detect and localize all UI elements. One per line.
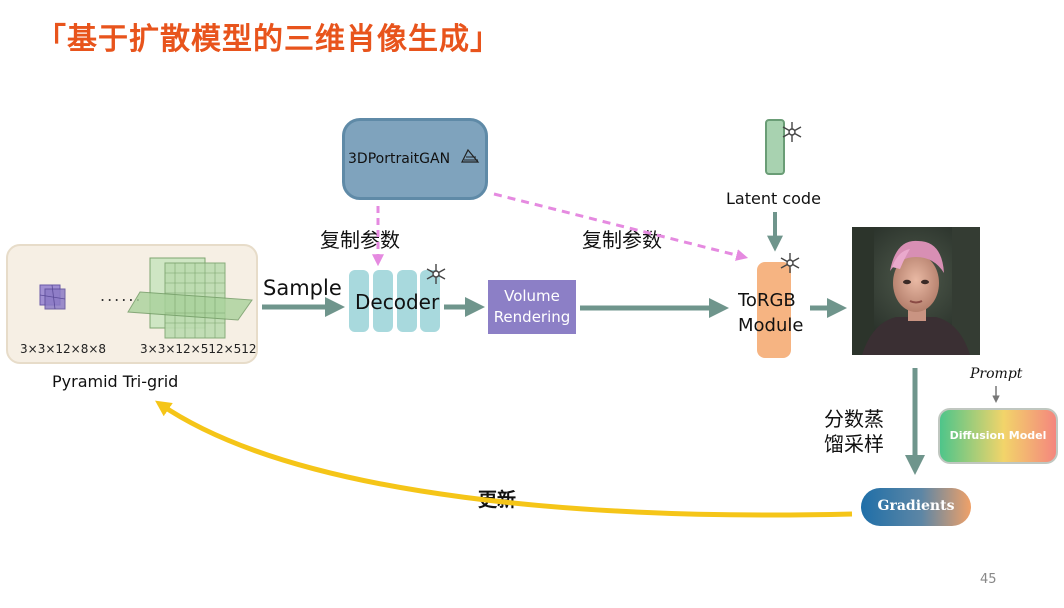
gradients-box	[861, 488, 971, 526]
sample-label: Sample	[263, 276, 342, 300]
large-grid-size-label: 3×3×12×512×512	[140, 342, 257, 356]
ellipsis-dots: ......	[100, 286, 143, 305]
latent-code-bar	[765, 119, 785, 175]
volume-rendering-line1: Volume	[504, 287, 560, 305]
decoder-layer-3	[397, 270, 417, 332]
pyramid-trigrid-caption: Pyramid Tri-grid	[52, 372, 179, 391]
torgb-module-bar	[757, 262, 791, 358]
decoder-layer-1	[349, 270, 369, 332]
decoder-layer-4	[420, 270, 440, 332]
gradients-label: Gradients	[877, 498, 955, 514]
fire-icon	[461, 148, 480, 163]
copy-params-arrow-torgb	[493, 192, 749, 261]
snowflake-icon	[782, 122, 802, 142]
sds-label-line1: 分数蒸	[824, 407, 884, 431]
decoder-label: Decoder	[355, 290, 440, 314]
torgb-label-line1: ToRGB	[738, 290, 796, 311]
copy-params-label-left: 复制参数	[320, 228, 400, 252]
small-grid-icon	[39, 284, 66, 310]
large-trigrid-icon	[127, 257, 253, 339]
slide-title: 「基于扩散模型的三维肖像生成」	[36, 22, 501, 57]
portrait-image	[852, 227, 980, 355]
decoder-layer-2	[373, 270, 393, 332]
small-grid-size-label: 3×3×12×8×8	[20, 342, 107, 356]
latent-code-label: Latent code	[726, 189, 821, 208]
prompt-label: Prompt	[970, 366, 1023, 382]
diffusion-model-box	[938, 408, 1058, 464]
volume-rendering-line2: Rendering	[493, 308, 571, 326]
snowflake-icon	[780, 253, 800, 273]
sds-label-line2: 馏采样	[824, 432, 884, 456]
page-number: 45	[980, 572, 997, 587]
update-arrow	[155, 400, 853, 518]
portrait-gan-label: 3DPortraitGAN	[348, 151, 451, 167]
torgb-label-line2: Module	[738, 315, 804, 336]
volume-rendering-box	[488, 280, 576, 334]
diffusion-model-label: Diffusion Model	[949, 429, 1047, 442]
snowflake-icon	[426, 264, 446, 284]
